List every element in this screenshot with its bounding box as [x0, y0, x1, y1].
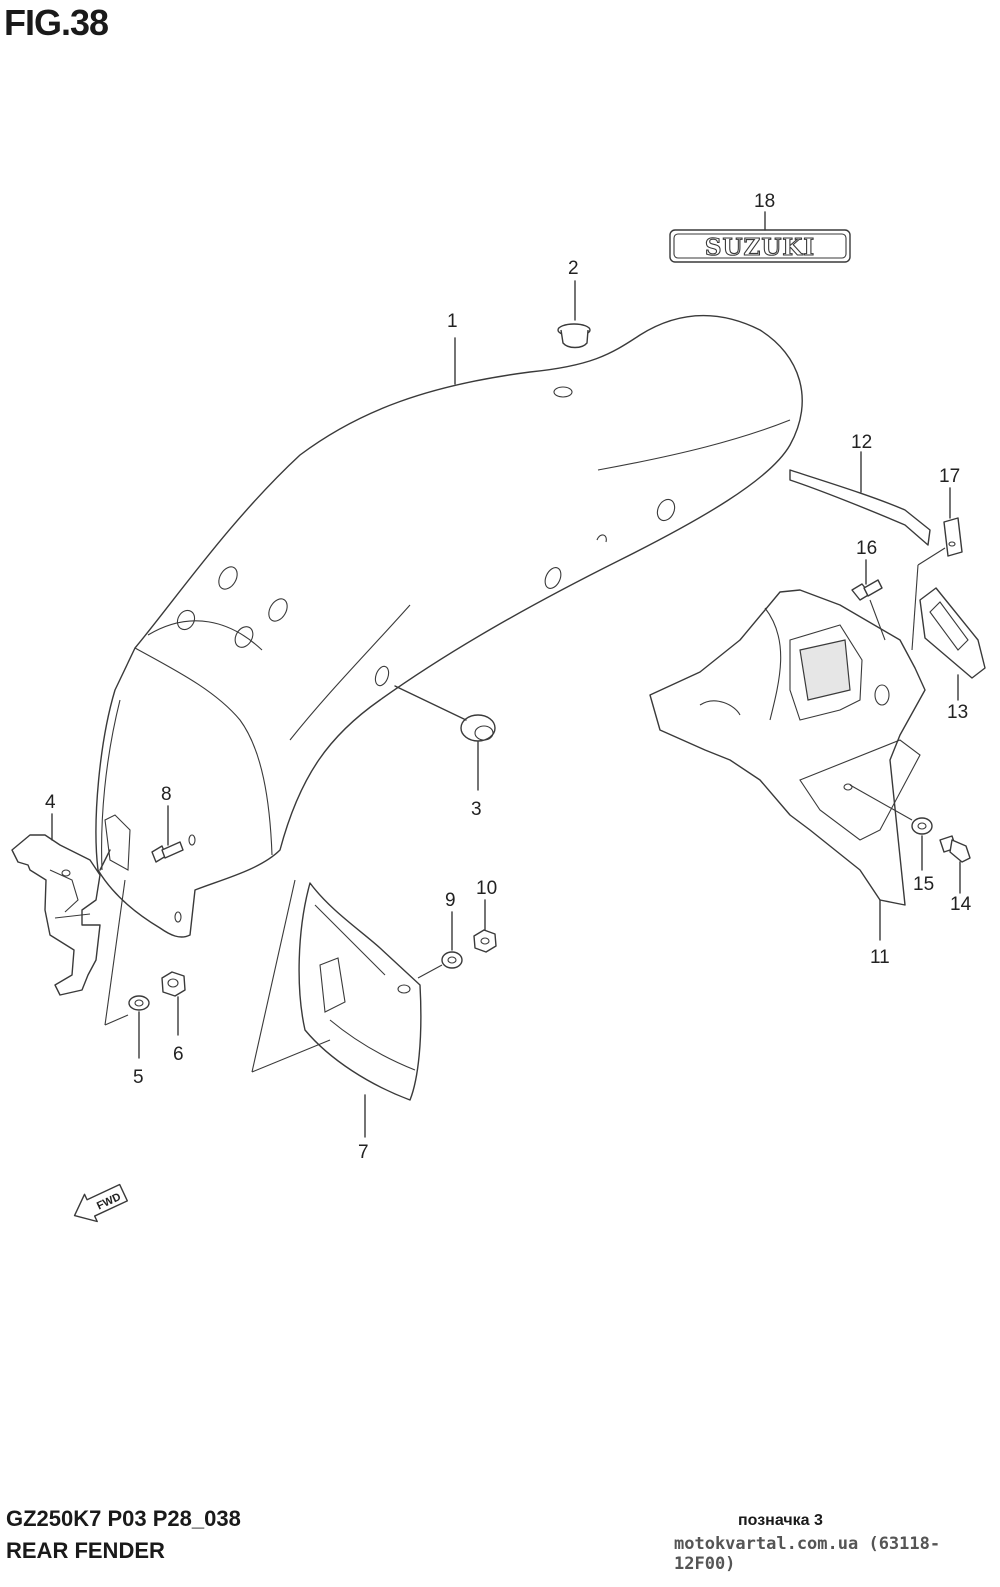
callout-4: 4 — [45, 792, 56, 813]
callout-10: 10 — [476, 878, 497, 899]
strip-part-12 — [789, 469, 931, 546]
callout-9: 9 — [445, 890, 456, 911]
washer-part-15 — [911, 817, 933, 835]
cushion-part-3 — [460, 714, 496, 742]
emblem-text: SUZUKI — [705, 234, 815, 261]
callout-3: 3 — [471, 799, 482, 820]
plate-part-17 — [943, 517, 963, 557]
callout-11: 11 — [870, 947, 890, 968]
callout-1: 1 — [447, 311, 458, 332]
washer-part-9 — [441, 951, 463, 969]
nut-part-6 — [161, 971, 186, 997]
callout-16: 16 — [856, 538, 877, 559]
callout-14: 14 — [950, 894, 972, 915]
section-name: REAR FENDER — [6, 1538, 165, 1563]
plate-bracket-part-11 — [649, 589, 926, 906]
callout-13: 13 — [947, 702, 968, 723]
callout-15: 15 — [913, 874, 934, 895]
source-watermark: motokvartal.com.ua (63118-12F00) — [674, 1534, 941, 1574]
marker-note: позначка 3 — [738, 1512, 823, 1529]
callout-7: 7 — [358, 1142, 369, 1163]
callout-6: 6 — [173, 1044, 184, 1065]
grommet-part-2 — [557, 323, 591, 349]
callout-5: 5 — [133, 1067, 144, 1088]
bracket-part-4 — [11, 834, 101, 996]
reflector-part-13 — [919, 587, 986, 679]
callout-2: 2 — [568, 258, 579, 279]
washer-part-5 — [128, 995, 150, 1011]
rear-fender-part-1 — [95, 314, 803, 938]
figure-title: FIG.38 — [4, 2, 109, 43]
callout-18: 18 — [754, 191, 775, 212]
nut-part-10 — [473, 929, 497, 953]
bolt-part-8 — [151, 841, 184, 863]
model-code: GZ250K7 P03 P28_038 — [6, 1506, 241, 1531]
emblem-part-18: SUZUKI — [669, 229, 851, 263]
forward-direction-arrow: FWD — [73, 1183, 128, 1223]
screw-part-16 — [851, 579, 883, 601]
callout-17: 17 — [939, 466, 960, 487]
mud-flap-part-7 — [298, 882, 422, 1101]
callout-8: 8 — [161, 784, 172, 805]
callout-12: 12 — [851, 432, 872, 453]
bolt-part-14 — [939, 835, 971, 863]
